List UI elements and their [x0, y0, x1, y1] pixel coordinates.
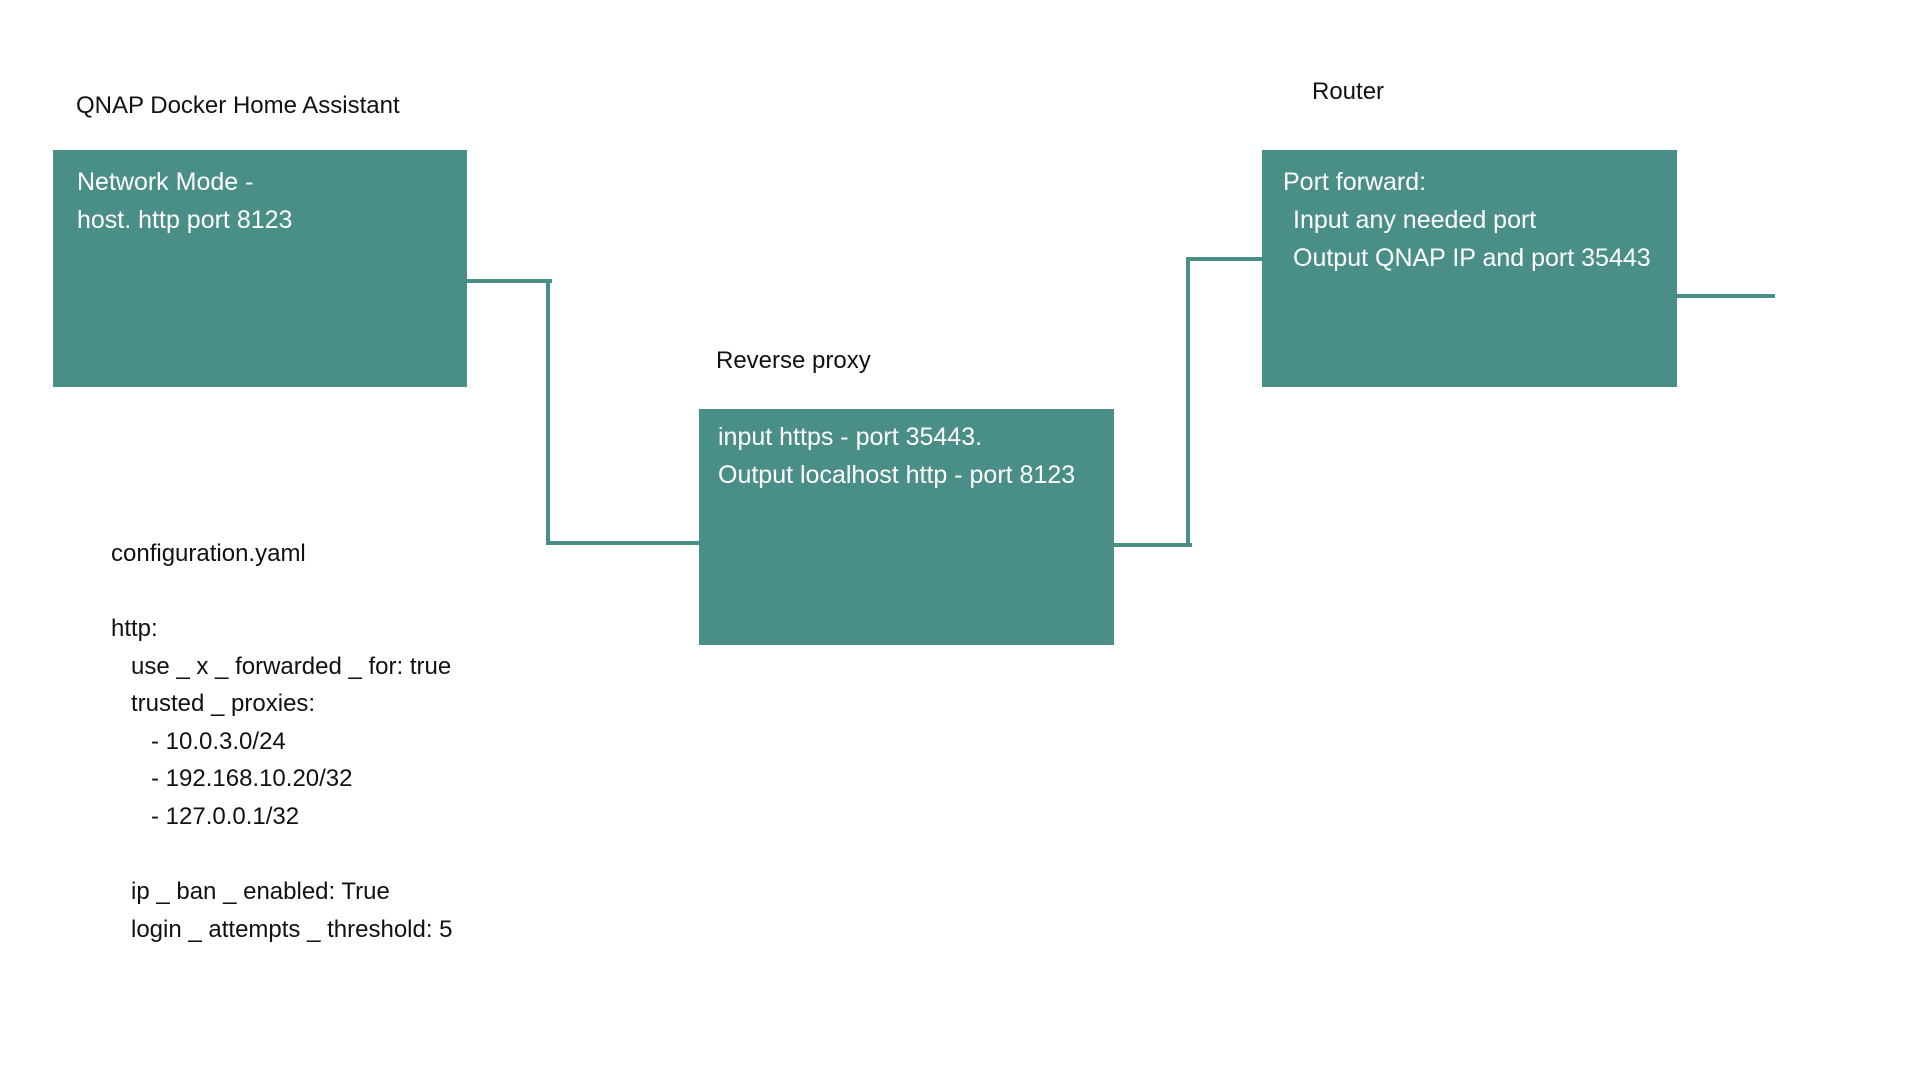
proxy-line-1: input https - port 35443. [718, 423, 983, 451]
config-line-proxy-2: - 192.168.10.20/32 [151, 765, 353, 792]
connector-proxy-to-router [1114, 257, 1265, 547]
connector-qnap-to-proxy [466, 279, 700, 545]
qnap-line-2: host. http port 8123 [77, 206, 293, 234]
config-line-http: http: [111, 615, 158, 642]
router-title: Router [1312, 78, 1385, 105]
router-line-3: Output QNAP IP and port 35443 [1293, 244, 1651, 272]
config-line-proxy-3: - 127.0.0.1/32 [151, 803, 300, 830]
router-line-2: Input any needed port [1293, 206, 1537, 234]
qnap-line-1: Network Mode - [77, 168, 254, 196]
proxy-box: input https - port 35443. Output localho… [699, 409, 1114, 645]
qnap-title: QNAP Docker Home Assistant [76, 92, 400, 119]
qnap-box: Network Mode - host. http port 8123 [53, 150, 467, 387]
config-filename: configuration.yaml [111, 540, 306, 567]
router-box: Port forward: Input any needed port Outp… [1262, 150, 1677, 387]
config-line-ip-ban: ip _ ban _ enabled: True [131, 878, 390, 905]
config-line-login-attempts: login _ attempts _ threshold: 5 [131, 916, 453, 943]
config-line-forwarded: use _ x _ forwarded _ for: true [131, 653, 452, 680]
router-line-1: Port forward: [1283, 168, 1427, 196]
config-line-proxy-1: - 10.0.3.0/24 [151, 728, 286, 755]
proxy-title: Reverse proxy [716, 347, 871, 374]
proxy-line-2: Output localhost http - port 8123 [718, 461, 1076, 489]
config-line-trusted-proxies: trusted _ proxies: [131, 690, 316, 717]
